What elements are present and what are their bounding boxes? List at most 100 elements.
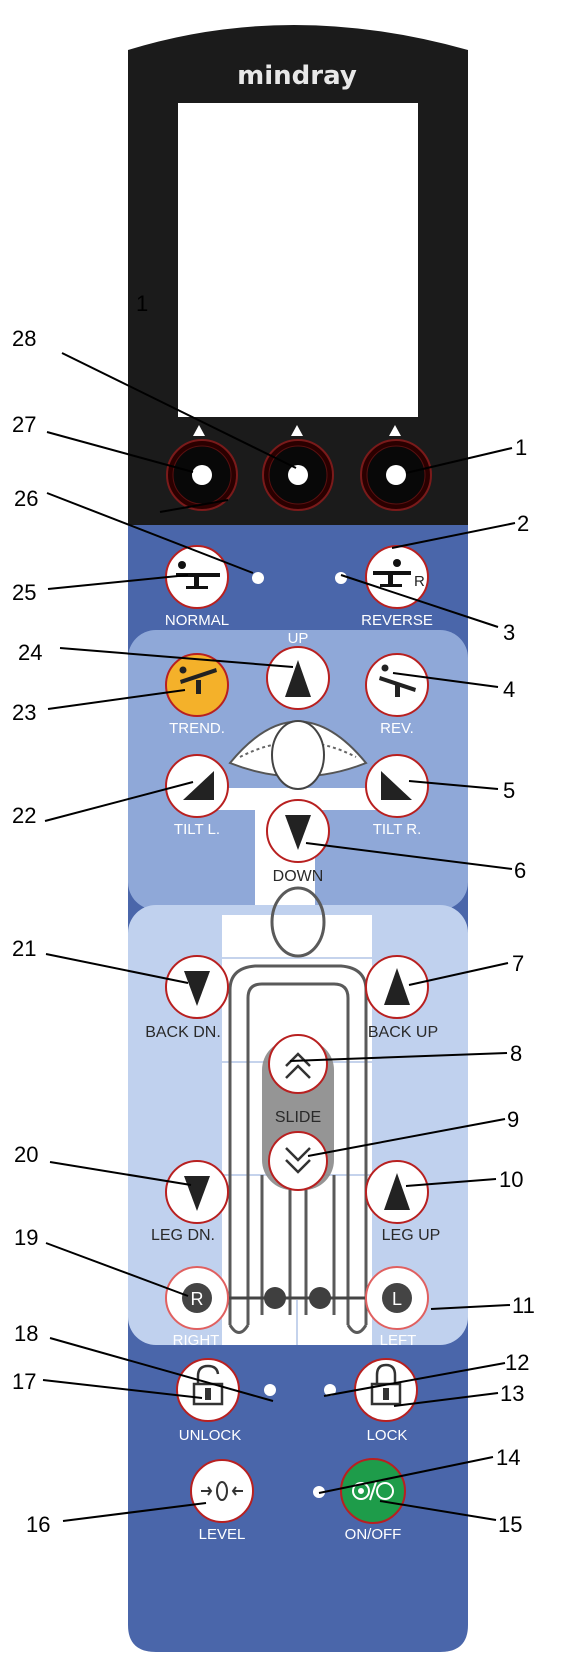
double-chevron-down-icon: [285, 1147, 311, 1174]
callout-number: 15: [498, 1512, 522, 1537]
tilt-right-button[interactable]: [365, 754, 429, 818]
back-down-button[interactable]: [165, 955, 229, 1019]
back-dn-label: BACK DN.: [145, 1024, 221, 1041]
slide-down-button[interactable]: [268, 1131, 328, 1191]
track-dot-right: [309, 1287, 331, 1309]
table-normal-icon: [176, 561, 220, 589]
on-off-button[interactable]: [340, 1458, 406, 1524]
trend-button[interactable]: [165, 653, 229, 717]
l-badge: L: [392, 1289, 402, 1309]
level-label: LEVEL: [199, 1526, 246, 1543]
tilt-left-button[interactable]: [165, 754, 229, 818]
callout-number: 3: [503, 620, 515, 645]
leg-up-button[interactable]: [365, 1160, 429, 1224]
callout-number: 13: [500, 1381, 524, 1406]
callout-number: 10: [499, 1167, 523, 1192]
tilt-r-label: TILT R.: [373, 821, 422, 838]
leg-dn-label: LEG DN.: [151, 1227, 215, 1244]
back-up-label: BACK UP: [368, 1024, 438, 1041]
slide-label: SLIDE: [275, 1109, 321, 1126]
r-badge: R: [191, 1289, 204, 1309]
callout-number: 2: [517, 511, 529, 536]
callout-leaders: [42, 352, 516, 1522]
callout-number: 12: [505, 1350, 529, 1375]
down-button[interactable]: [266, 799, 330, 863]
callout-number: 9: [507, 1107, 519, 1132]
display-screen: [178, 103, 418, 417]
trend-label: TREND.: [169, 720, 225, 737]
up-button[interactable]: [266, 646, 330, 710]
normal-label: NORMAL: [165, 612, 229, 629]
on-off-label: ON/OFF: [345, 1526, 402, 1543]
slide-up-button[interactable]: [268, 1034, 328, 1094]
indicator-led-lock: [324, 1384, 336, 1396]
callout-number: 22: [12, 803, 36, 828]
double-chevron-up-icon: [285, 1052, 311, 1079]
lateral-right-button[interactable]: R: [165, 1266, 229, 1330]
level-icon: [201, 1481, 243, 1501]
down-label: DOWN: [273, 868, 324, 885]
trendelenburg-icon: [179, 666, 217, 694]
patient-body-outline: [228, 886, 368, 1334]
callout-number: 28: [12, 326, 36, 351]
level-button[interactable]: [190, 1459, 254, 1523]
rev-trend-button[interactable]: [365, 653, 429, 717]
callout-number: 8: [510, 1041, 522, 1066]
callout-number: 26: [14, 486, 38, 511]
reverse-label: REVERSE: [361, 612, 433, 629]
unlock-icon: [192, 1364, 224, 1406]
callout-number: 25: [12, 580, 36, 605]
lock-button[interactable]: [354, 1358, 418, 1422]
indicator-led-reverse: [335, 572, 347, 584]
up-label: UP: [288, 630, 309, 647]
unlock-button[interactable]: [176, 1358, 240, 1422]
callout-number: 14: [496, 1445, 520, 1470]
indicator-led-unlock: [264, 1384, 276, 1396]
tilt-right-icon: [381, 771, 412, 800]
leg-up-label: LEG UP: [382, 1227, 441, 1244]
brand-logo: mindray: [237, 61, 357, 91]
reverse-button[interactable]: R: [365, 545, 429, 609]
callout-number: 7: [512, 951, 524, 976]
normal-button[interactable]: [165, 545, 229, 609]
up-arrow-icon: [384, 1173, 410, 1210]
callout-number: 27: [12, 412, 36, 437]
callout-number: 18: [14, 1321, 38, 1346]
unlock-label: UNLOCK: [179, 1427, 242, 1444]
callout-number: 23: [12, 700, 36, 725]
callout-number: 16: [26, 1512, 50, 1537]
callout-number: 6: [514, 858, 526, 883]
softkey-right[interactable]: [360, 439, 432, 511]
callout-number: 1: [515, 435, 527, 460]
track-dot-left: [264, 1287, 286, 1309]
right-label: RIGHT: [173, 1332, 220, 1349]
down-arrow-icon: [285, 815, 311, 850]
callout-number: 11: [512, 1293, 535, 1318]
softkey-indicator-left: [193, 425, 205, 436]
callout-numbers: 1 1 2 3 4 5 6 7 8 9 10 11 12 13 14 15 16…: [12, 291, 535, 1537]
callout-number: 1: [136, 291, 148, 316]
lateral-left-button[interactable]: L: [365, 1266, 429, 1330]
up-arrow-icon: [384, 968, 410, 1005]
tilt-l-label: TILT L.: [174, 821, 220, 838]
softkey-indicator-center: [291, 425, 303, 436]
lock-label: LOCK: [367, 1427, 408, 1444]
tilt-graphic: [228, 720, 368, 790]
reverse-r-mark: R: [414, 573, 425, 590]
callout-number: 20: [14, 1142, 38, 1167]
callout-number: 24: [18, 640, 42, 665]
callout-number: 21: [12, 936, 36, 961]
softkey-center[interactable]: [262, 439, 334, 511]
callout-number: 5: [503, 778, 515, 803]
callout-number: 17: [12, 1369, 36, 1394]
back-up-button[interactable]: [365, 955, 429, 1019]
callout-number: 4: [503, 677, 515, 702]
down-arrow-icon: [184, 971, 210, 1006]
softkey-left[interactable]: [166, 439, 238, 511]
rev-label: REV.: [380, 720, 414, 737]
softkey-indicator-right: [389, 425, 401, 436]
leg-down-button[interactable]: [165, 1160, 229, 1224]
indicator-led-normal: [252, 572, 264, 584]
reverse-trendelenburg-icon: [379, 664, 416, 697]
